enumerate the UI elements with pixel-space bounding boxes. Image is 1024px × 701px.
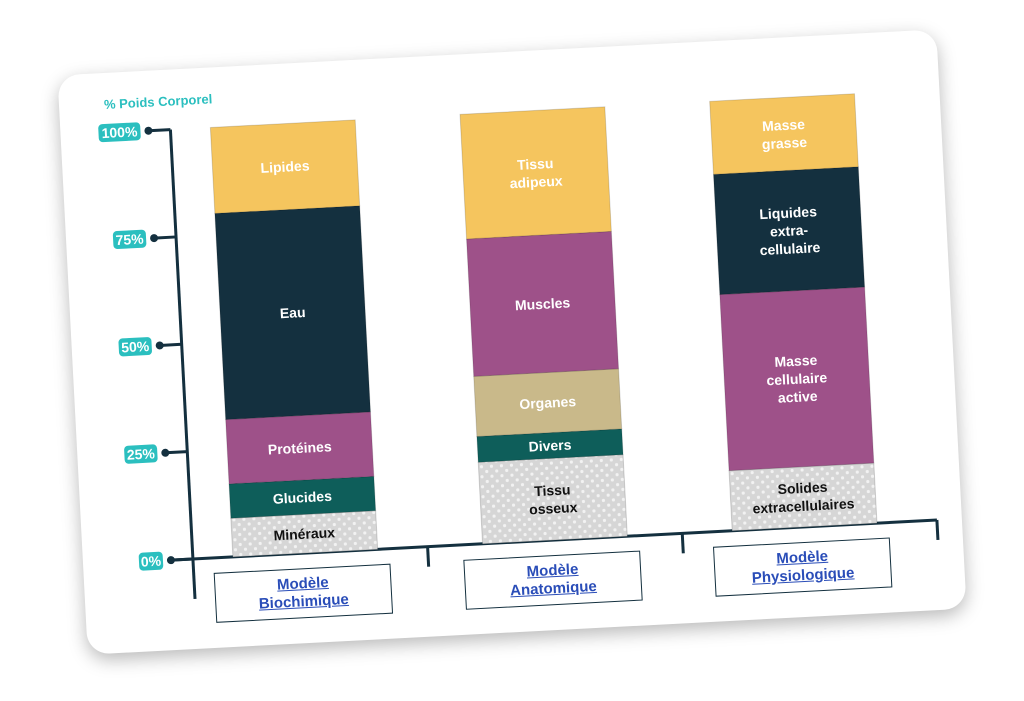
bar-segment-label: active	[778, 388, 819, 406]
y-tick-label: 50%	[121, 338, 150, 355]
x-axis-tick	[680, 533, 685, 554]
bar-segment	[459, 106, 612, 240]
bar-segment	[709, 93, 859, 175]
bar-segment-label: Liquides	[759, 203, 818, 222]
bar-segment	[209, 119, 361, 214]
x-axis-tick	[935, 519, 940, 541]
bar-segment-label: extracellulaires	[752, 495, 855, 516]
bar-segment-label: Eau	[279, 304, 305, 321]
bar-segment-label: osseux	[529, 499, 578, 518]
y-tick-dot	[150, 234, 159, 243]
y-tick-dot	[144, 126, 153, 135]
y-tick-dot	[161, 448, 170, 457]
bar-segment-label: Organes	[519, 393, 577, 412]
bar-segment-label: Divers	[528, 436, 572, 454]
category-label-physiologique[interactable]: Modèle Physiologique	[712, 537, 893, 597]
bar-segment-label: Muscles	[515, 294, 571, 313]
category-link[interactable]: Modèle Anatomique	[509, 560, 598, 600]
bar-segment-label: adipeux	[509, 172, 563, 191]
bar-segment-label: Glucides	[272, 488, 332, 507]
y-tick-label: 100%	[101, 123, 138, 141]
category-link[interactable]: Modèle Physiologique	[751, 547, 855, 587]
y-tick-badge	[138, 551, 164, 571]
bar-segment-label: grasse	[761, 134, 807, 152]
bar-segment-label: cellulaire	[766, 369, 828, 388]
stacked-bar-chart: 0% 25% 50% 75% 100% Minéraux Glucides Protéines…	[98, 93, 940, 600]
y-tick-label: 25%	[126, 445, 155, 462]
x-axis-tick	[426, 546, 431, 567]
bar-segment-label: cellulaire	[759, 239, 821, 258]
y-axis-line	[168, 129, 197, 600]
bar-segment-label: extra-	[770, 222, 809, 240]
bar-segment-label: Tissu	[517, 155, 554, 173]
category-link[interactable]: Modèle Biochimique	[258, 573, 350, 613]
y-tick-badge	[98, 122, 141, 143]
bar-segment-label: Minéraux	[273, 524, 335, 543]
bar-segment-label: Solides	[777, 479, 828, 498]
category-label-anatomique[interactable]: Modèle Anatomique	[463, 550, 643, 610]
bar-segment-label: Masse	[774, 352, 818, 370]
y-tick-label: 0%	[140, 553, 162, 570]
y-tick-dot	[155, 341, 164, 350]
bar-segment-label: Lipides	[260, 157, 310, 176]
chart-card: % Poids Corporel 0%25%50%75%100%Minéraux…	[57, 29, 967, 655]
bar-segment-label: Masse	[762, 116, 806, 134]
y-tick-badge	[124, 444, 158, 464]
bar-segment-label: Protéines	[267, 438, 332, 457]
bar-segment-label: Tissu	[534, 481, 571, 499]
category-label-biochimique[interactable]: Modèle Biochimique	[213, 563, 394, 623]
y-tick-badge	[118, 337, 152, 357]
y-tick-badge	[112, 229, 147, 250]
y-tick-label: 75%	[115, 231, 144, 248]
